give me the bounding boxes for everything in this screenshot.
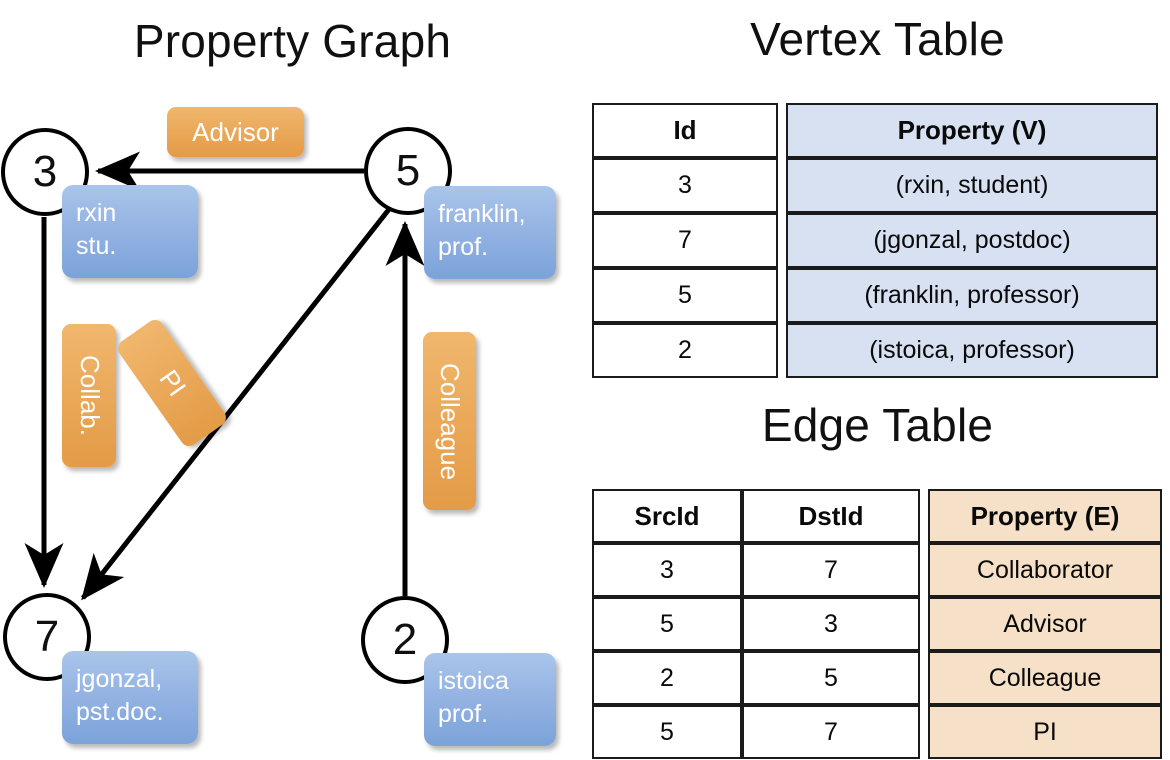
vertex-property-rxin-line2: stu. <box>76 232 117 260</box>
vertex-table-column-gap <box>778 268 786 323</box>
edge-label-advisor-text: Advisor <box>192 116 279 147</box>
vertex-table-column-gap <box>778 103 786 158</box>
graph-vertex-2-label: 2 <box>392 615 418 664</box>
graph-vertex-5-label: 5 <box>395 146 421 195</box>
edge-table-header-property: Property (E) <box>928 489 1162 543</box>
vertex-table-column-gap <box>778 158 786 213</box>
vertex-row-2-id: 5 <box>592 268 778 323</box>
edge-table: SrcId DstId Property (E) 3 7 Collaborato… <box>592 489 1162 759</box>
vertex-property-franklin-line1: franklin, <box>438 200 526 228</box>
vertex-property-box-rxin: rxin stu. <box>62 185 198 278</box>
edge-row-1-src: 5 <box>592 597 742 651</box>
edge-table-column-gap <box>920 489 928 543</box>
graph-vertex-7-label: 7 <box>34 612 60 661</box>
vertex-table-header-property: Property (V) <box>786 103 1158 158</box>
edge-label-collab: Collab. <box>62 324 116 467</box>
vertex-property-jgonzal-line2: pst.doc. <box>76 698 164 726</box>
vertex-table-column-gap <box>778 323 786 378</box>
vertex-property-box-franklin: franklin, prof. <box>424 186 556 279</box>
edge-row-2-dst: 5 <box>742 651 920 705</box>
vertex-row-3-property: (istoica, professor) <box>786 323 1158 378</box>
edge-row-3-property: PI <box>928 705 1162 759</box>
vertex-table: Id Property (V) 3 (rxin, student) 7 (jgo… <box>592 103 1158 378</box>
table-row: 3 7 Collaborator <box>592 543 1162 597</box>
edge-row-1-dst: 3 <box>742 597 920 651</box>
vertex-property-istoica-line1: istoica <box>438 667 509 695</box>
page-title-edge-table: Edge Table <box>761 399 994 451</box>
vertex-property-jgonzal-line1: jgonzal, <box>76 665 163 693</box>
vertex-property-franklin-line2: prof. <box>438 233 489 261</box>
graph-vertex-5[interactable]: 5 <box>364 127 452 215</box>
edge-row-2-property: Colleague <box>928 651 1162 705</box>
edge-row-1-property: Advisor <box>928 597 1162 651</box>
graph-edge-lines <box>24 151 425 601</box>
vertex-property-rxin-line1: rxin <box>76 199 117 227</box>
vertex-row-3-id: 2 <box>592 323 778 378</box>
page-title-vertex-table: Vertex Table <box>750 13 1005 65</box>
vertex-row-1-id: 7 <box>592 213 778 268</box>
property-graph-diagram: 3 5 7 2 rxin stu. franklin, prof. jgonza… <box>1 107 556 746</box>
vertex-row-0-id: 3 <box>592 158 778 213</box>
page-title-property-graph: Property Graph <box>133 15 452 67</box>
graph-edge-5-to-7 <box>81 206 392 601</box>
edge-table-column-gap <box>920 651 928 705</box>
graph-vertex-3-label: 3 <box>32 147 58 196</box>
edge-table-header-row: SrcId DstId Property (E) <box>592 489 1162 543</box>
vertex-table-header-id: Id <box>592 103 778 158</box>
vertex-property-box-jgonzal: jgonzal, pst.doc. <box>62 651 198 744</box>
vertex-property-box-istoica: istoica prof. <box>424 653 556 746</box>
vertex-row-1-property: (jgonzal, postdoc) <box>786 213 1158 268</box>
vertex-table-header-row: Id Property (V) <box>592 103 1158 158</box>
table-row: 3 (rxin, student) <box>592 158 1158 213</box>
edge-row-2-src: 2 <box>592 651 742 705</box>
table-row: 5 (franklin, professor) <box>592 268 1158 323</box>
vertex-row-2-property: (franklin, professor) <box>786 268 1158 323</box>
edge-label-advisor: Advisor <box>167 107 304 157</box>
edge-table-header-srcid: SrcId <box>592 489 742 543</box>
edge-row-0-src: 3 <box>592 543 742 597</box>
table-row: 5 7 PI <box>592 705 1162 759</box>
edge-table-column-gap <box>920 543 928 597</box>
edge-table-column-gap <box>920 597 928 651</box>
vertex-property-istoica-line2: prof. <box>438 700 489 728</box>
edge-label-collab-text: Collab. <box>74 355 105 436</box>
vertex-table-column-gap <box>778 213 786 268</box>
table-row: 2 (istoica, professor) <box>592 323 1158 378</box>
vertex-row-0-property: (rxin, student) <box>786 158 1158 213</box>
edge-row-3-dst: 7 <box>742 705 920 759</box>
edge-label-colleague-text: Colleague <box>435 362 465 480</box>
table-row: 7 (jgonzal, postdoc) <box>592 213 1158 268</box>
edge-label-colleague: Colleague <box>423 332 476 510</box>
table-row: 5 3 Advisor <box>592 597 1162 651</box>
edge-table-column-gap <box>920 705 928 759</box>
table-row: 2 5 Colleague <box>592 651 1162 705</box>
edge-row-3-src: 5 <box>592 705 742 759</box>
edge-label-pi-text: PI <box>153 364 192 402</box>
edge-row-0-property: Collaborator <box>928 543 1162 597</box>
graph-vertex-2[interactable]: 2 <box>361 596 449 684</box>
edge-row-0-dst: 7 <box>742 543 920 597</box>
edge-table-header-dstid: DstId <box>742 489 920 543</box>
